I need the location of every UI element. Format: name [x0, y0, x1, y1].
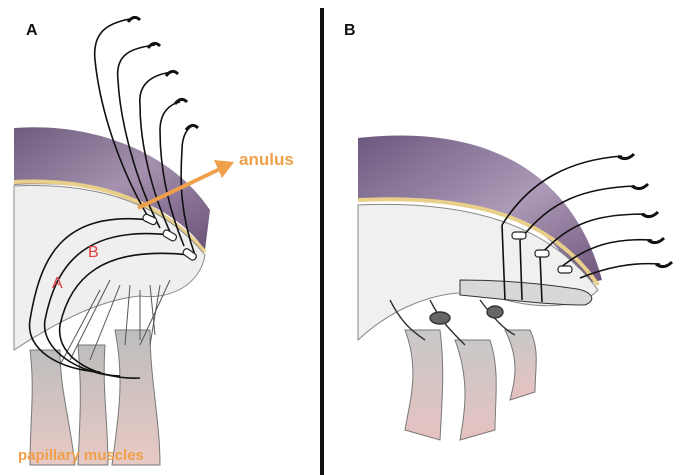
papillary-muscle-b1: [405, 330, 443, 440]
suture-marker-a: A: [52, 275, 63, 293]
panel-label-a: A: [26, 22, 38, 40]
panel-b-illustration: [330, 0, 692, 475]
anulus-label: anulus: [239, 150, 294, 170]
needles-b: [618, 154, 672, 267]
panel-a: A anulus papillary muscles A B: [0, 0, 318, 475]
panel-b: B: [330, 0, 692, 475]
panel-a-illustration: [0, 0, 318, 475]
panel-divider: [320, 8, 324, 475]
papillary-muscle-b3: [505, 330, 536, 400]
papillary-muscles-label: papillary muscles: [18, 447, 144, 464]
panel-label-b: B: [344, 22, 356, 40]
suture-marker-b: B: [88, 244, 99, 262]
papillary-muscle-3: [112, 330, 160, 465]
papillary-muscle-b2: [455, 340, 496, 440]
